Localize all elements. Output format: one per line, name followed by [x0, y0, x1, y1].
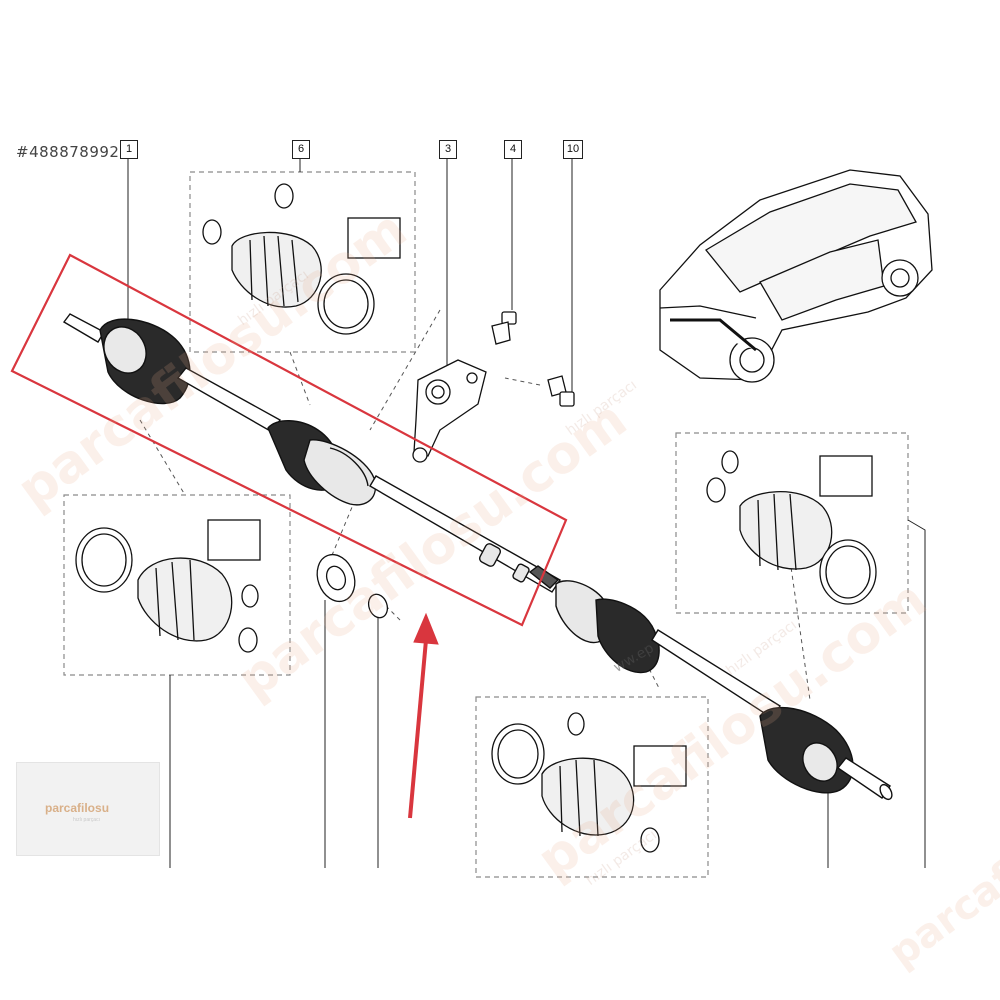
detail-panel-right	[675, 432, 909, 614]
drive-shaft	[62, 313, 893, 801]
snap-ring	[367, 593, 389, 619]
callout-6: 6	[292, 140, 310, 159]
brand-logo-tagline: hızlı parçacı	[73, 817, 100, 823]
callout-10: 10	[563, 140, 583, 159]
highlight-box	[10, 253, 568, 627]
detail-panel-bottom	[475, 696, 709, 878]
callout-4: 4	[504, 140, 522, 159]
callout-3: 3	[439, 140, 457, 159]
highlight-arrow	[408, 612, 439, 819]
brand-logo: parcafilosu hızlı parçacı	[16, 762, 160, 856]
callout-1: 1	[120, 140, 138, 159]
bolt-4	[491, 311, 517, 345]
reference-id: #488878992	[16, 143, 120, 161]
brand-logo-name: parcafilosu	[45, 801, 110, 815]
vehicle-sketch	[659, 169, 933, 383]
detail-panel-left	[63, 494, 291, 676]
detail-panel-top	[189, 171, 416, 353]
bolt-10	[547, 375, 575, 407]
bearing-bracket	[412, 359, 487, 463]
